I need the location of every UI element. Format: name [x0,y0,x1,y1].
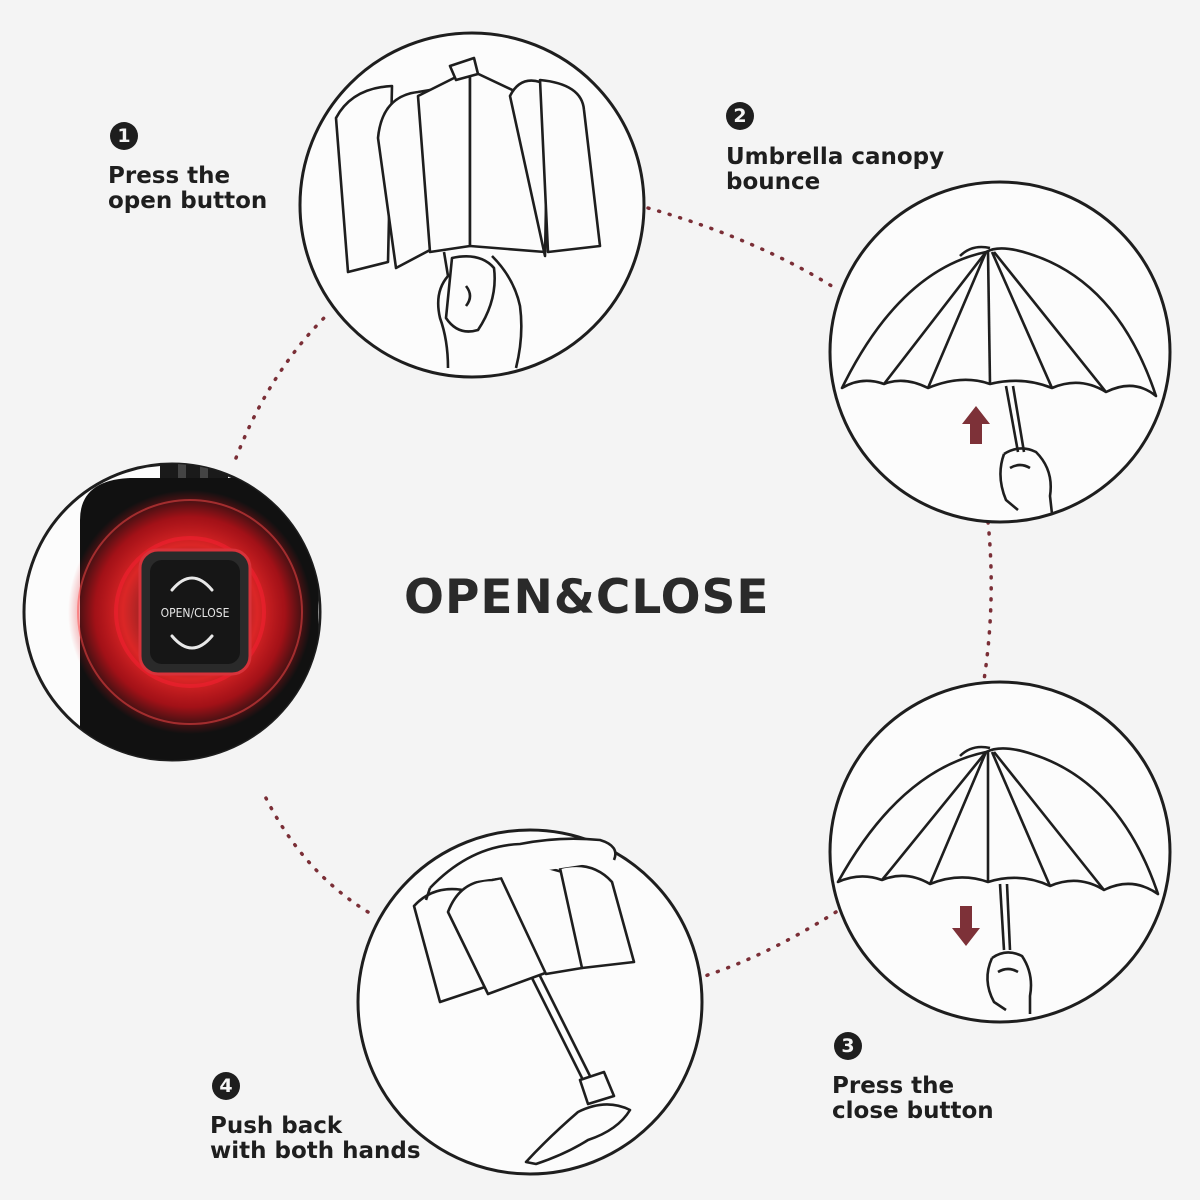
step-3-number: 3 [834,1032,862,1060]
step-1-line-2: open button [108,188,268,214]
step-1-text: Press the open button [108,164,267,214]
step-3-line-2: close button [832,1098,994,1124]
step-4-illustration [356,828,704,1176]
step-2-line-1: Umbrella canopy [726,144,945,170]
step-4-text: Push back with both hands [210,1114,421,1164]
step-4-number: 4 [212,1072,240,1100]
open-umbrella-arrow-up-icon [840,245,1158,515]
step-1-number: 1 [110,122,138,150]
step-2-text: Umbrella canopy bounce [726,145,944,195]
open-close-button-label: OPEN/CLOSE [161,606,230,620]
open-close-button-illustration: OPEN/CLOSE [22,462,322,762]
dotted-connector-path [234,206,993,982]
step-3-illustration [828,680,1172,1024]
folding-umbrella-push-icon [412,837,636,1166]
step-2-line-2: bounce [726,169,821,195]
step-4-line-2: with both hands [210,1138,421,1164]
step-1-line-1: Press the [108,163,231,189]
open-umbrella-arrow-down-icon [836,745,1160,1014]
arrow-up-icon [962,406,990,444]
step-4-line-1: Push back [210,1113,343,1139]
arrow-down-icon [952,906,980,946]
closed-umbrella-in-hand-icon [334,56,602,369]
step-2-illustration [828,180,1172,524]
open-close-button-icon: OPEN/CLOSE [138,548,252,676]
step-2-number: 2 [726,102,754,130]
step-1-illustration [298,31,646,379]
step-3-line-1: Press the [832,1073,955,1099]
diagram-title: OPEN&CLOSE [404,570,770,625]
step-3-text: Press the close button [832,1074,994,1124]
